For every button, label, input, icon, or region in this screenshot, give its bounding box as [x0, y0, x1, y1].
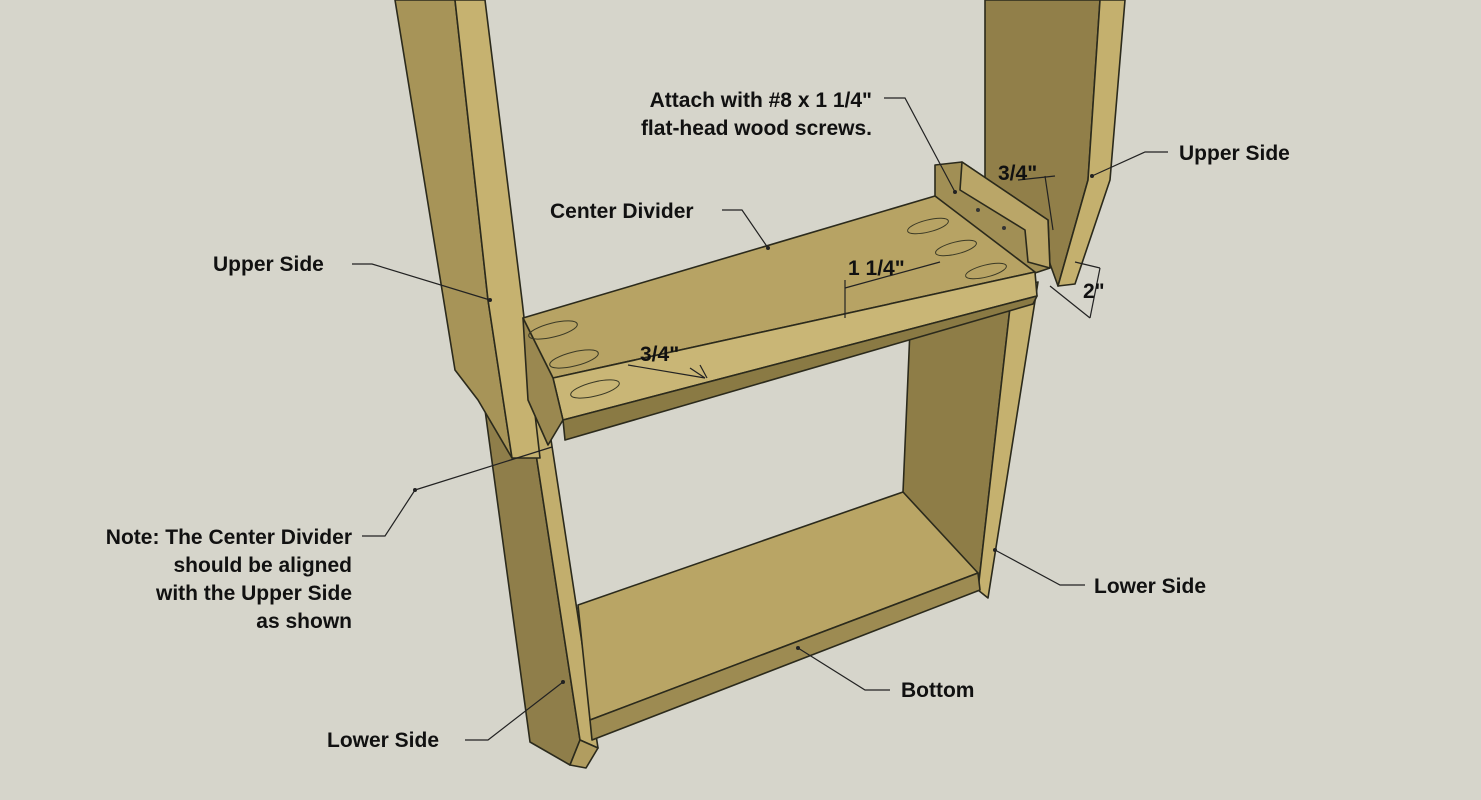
leader-lines: [352, 97, 1168, 741]
lower-side-right-board: [902, 281, 1039, 599]
label-note-line-3: with the Upper Side: [155, 582, 352, 605]
dimension-lines: [627, 175, 1101, 379]
dim-divider-thickness: 3/4": [640, 343, 679, 366]
dimension-labels: 3/4" 1 1/4" 3/4" 2": [640, 162, 1105, 366]
label-lower-side-left: Lower Side: [327, 729, 439, 752]
pocket-holes-left: [528, 320, 620, 399]
labels: Upper Side Center Divider Attach with #8…: [106, 89, 1290, 752]
label-attach-line-1: Attach with #8 x 1 1/4": [650, 89, 872, 112]
center-divider-board: [522, 161, 1051, 446]
label-upper-side-left: Upper Side: [213, 253, 324, 276]
dim-overlap: 2": [1083, 280, 1105, 303]
dim-hole-inset: 1 1/4": [848, 257, 905, 280]
label-note-line-4: as shown: [256, 610, 352, 633]
label-upper-side-right: Upper Side: [1179, 142, 1290, 165]
label-note-line-1: Note: The Center Divider: [106, 526, 352, 549]
label-attach-line-2: flat-head wood screws.: [641, 117, 872, 140]
upper-side-left-board: [394, 0, 541, 459]
label-note-line-2: should be aligned: [173, 554, 352, 577]
label-bottom: Bottom: [901, 679, 974, 702]
dim-upper-side-thickness: 3/4": [998, 162, 1037, 185]
bottom-board: [577, 491, 981, 741]
label-center-divider: Center Divider: [550, 200, 694, 223]
screw-marks: [976, 208, 1006, 230]
label-lower-side-right: Lower Side: [1094, 575, 1206, 598]
pocket-holes-right: [907, 217, 1007, 280]
